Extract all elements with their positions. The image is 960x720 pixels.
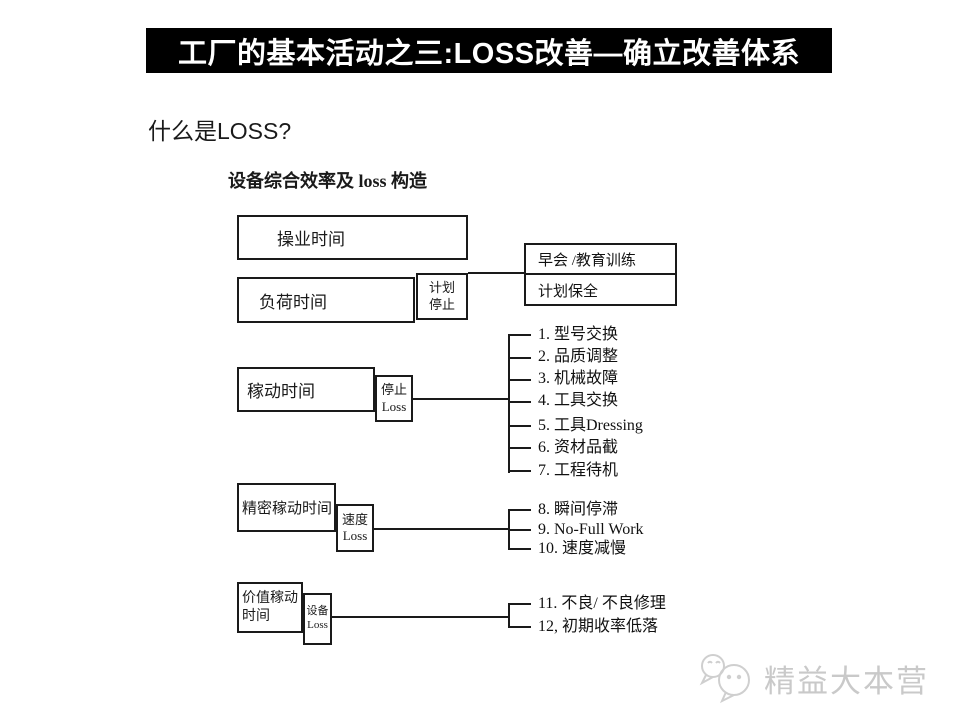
box-running-time-label: 稼动时间: [247, 382, 315, 401]
title-bar: 工厂的基本活动之三:LOSS改善—确立改善体系: [146, 28, 832, 73]
tick-item-9: [508, 529, 531, 531]
loss-item-1: 1. 型号交换: [538, 326, 619, 343]
box-value-running-time-line2: 时间: [242, 608, 270, 624]
bracket-equipment-loss: [508, 603, 510, 628]
tick-item-4: [508, 401, 531, 403]
box-operation-time: 操业时间: [237, 215, 468, 260]
box-planned-stop-line2: 停止: [428, 296, 455, 312]
diagram-title: 设备综合效率及 loss 构造: [228, 171, 428, 191]
loss-item-4: 4. 工具交换: [538, 392, 619, 409]
connector-stop-loss: [412, 398, 510, 400]
watermark: 精益大本营: [692, 648, 929, 709]
box-planned-stop-line1: 计划: [428, 280, 455, 296]
tick-item-10: [508, 548, 531, 550]
tick-item-12: [508, 626, 531, 628]
connector-speed-loss: [373, 528, 510, 530]
planned-maintenance-label: 计划保全: [538, 284, 599, 300]
loss-item-8: 8. 瞬间停滞: [538, 501, 619, 518]
loss-item-3: 3. 机械故障: [538, 370, 619, 387]
loss-item-9: 9. No-Full Work: [538, 521, 644, 538]
box-precise-running-time: 精密稼动时间: [237, 483, 336, 532]
tick-item-2: [508, 357, 531, 359]
box-stop-loss-line2: Loss: [381, 398, 407, 414]
box-speed-loss-line2: Loss: [342, 528, 368, 543]
loss-item-7: 7. 工程待机: [538, 462, 619, 479]
tick-item-8: [508, 509, 531, 511]
tick-item-7: [508, 470, 531, 472]
wechat-chat-bubbles-icon: [692, 648, 760, 709]
box-planned-stop-detail: 早会 /教育训练 计划保全: [524, 243, 677, 306]
loss-item-12: 12, 初期收率低落: [538, 618, 659, 635]
slide-title: 工厂的基本活动之三:LOSS改善—确立改善体系: [177, 37, 801, 70]
tick-item-6: [508, 447, 531, 449]
box-planned-stop: 计划 停止: [416, 273, 468, 320]
box-precise-running-time-label: 精密稼动时间: [242, 501, 333, 517]
tick-item-1: [508, 334, 531, 336]
bracket-stop-loss: [508, 334, 510, 473]
watermark-text: 精益大本营: [764, 664, 929, 699]
box-load-time-label: 负荷时间: [259, 292, 327, 312]
loss-item-5: 5. 工具Dressing: [538, 417, 643, 434]
tick-item-11: [508, 603, 531, 605]
box-operation-time-label: 操业时间: [277, 230, 345, 249]
box-stop-loss: 停止 Loss: [375, 375, 413, 422]
box-value-running-time: 价值稼动 时间: [237, 582, 303, 633]
connector-equipment-loss: [331, 616, 510, 618]
morning-meeting-label: 早会 /教育训练: [538, 252, 636, 269]
box-equipment-loss-line1: 设备: [306, 605, 329, 618]
box-value-running-time-line1: 价值稼动: [242, 591, 298, 606]
loss-item-6: 6. 资材品截: [538, 439, 619, 456]
planned-stop-detail-row2: 计划保全: [526, 275, 675, 306]
box-load-time: 负荷时间: [237, 277, 415, 323]
box-equipment-loss: 设备 Loss: [303, 593, 332, 645]
box-running-time: 稼动时间: [237, 367, 375, 412]
loss-item-10: 10. 速度减慢: [538, 540, 627, 557]
question-heading: 什么是LOSS?: [148, 118, 292, 144]
box-stop-loss-line1: 停止: [380, 382, 407, 398]
planned-stop-detail-row1: 早会 /教育训练: [526, 245, 675, 275]
box-equipment-loss-line2: Loss: [307, 619, 328, 631]
tick-item-5: [508, 425, 531, 427]
loss-item-11: 11. 不良/ 不良修理: [538, 595, 666, 612]
tick-item-3: [508, 379, 531, 381]
connector-planned-stop: [468, 272, 526, 274]
box-speed-loss: 速度 Loss: [336, 504, 374, 552]
box-speed-loss-line1: 速度: [341, 511, 368, 527]
loss-item-2: 2. 品质调整: [538, 348, 619, 365]
